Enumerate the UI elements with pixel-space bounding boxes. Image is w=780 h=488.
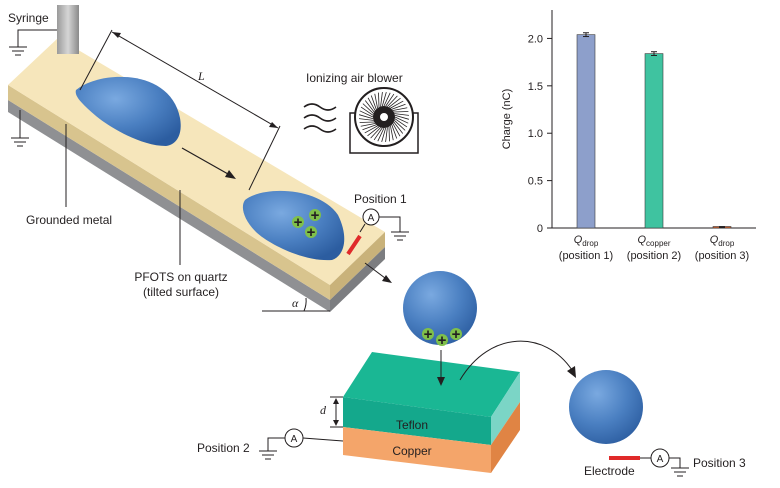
y-tick-label: 0.5 bbox=[528, 176, 543, 188]
tilt-angle-label: α bbox=[292, 296, 299, 310]
svg-text:A: A bbox=[657, 454, 664, 465]
error-bar bbox=[651, 51, 657, 56]
position-2-label: Position 2 bbox=[197, 441, 250, 455]
teflon-copper-block bbox=[343, 352, 520, 473]
svg-text:A: A bbox=[368, 213, 375, 224]
plus-sign: + bbox=[424, 326, 433, 343]
plus-sign: + bbox=[452, 326, 461, 343]
y-tick-label: 1.0 bbox=[528, 128, 543, 140]
blower-label: Ionizing air blower bbox=[306, 71, 403, 85]
y-tick-label: 2.0 bbox=[528, 33, 543, 45]
quartz-end bbox=[330, 232, 385, 300]
copper-side bbox=[491, 402, 520, 473]
quartz-side bbox=[8, 85, 330, 300]
teflon-top bbox=[343, 352, 520, 417]
position-1-electrode bbox=[346, 234, 362, 256]
metal-ground bbox=[11, 110, 29, 147]
copper-label: Copper bbox=[392, 444, 431, 458]
position-2-ammeter: A bbox=[259, 428, 344, 460]
grounded-metal-side bbox=[8, 100, 330, 312]
bar bbox=[576, 34, 596, 229]
metal-end bbox=[330, 247, 385, 312]
air-flow-wave-icon bbox=[303, 103, 337, 133]
category-label: Qdrop bbox=[574, 234, 599, 248]
bounce-arrow bbox=[459, 340, 576, 381]
drop-down-arrow bbox=[437, 350, 445, 386]
y-tick-label: 1.5 bbox=[528, 81, 543, 93]
grounded-metal-label: Grounded metal bbox=[26, 213, 112, 227]
transfer-arrow bbox=[364, 262, 392, 283]
sliding-droplet-1 bbox=[75, 76, 181, 146]
error-bar bbox=[719, 226, 725, 229]
position-1-label: Position 1 bbox=[354, 192, 407, 206]
position-1-ammeter: A bbox=[359, 208, 409, 241]
category-label: Qcopper bbox=[637, 234, 670, 248]
slide-direction-arrow bbox=[181, 147, 236, 179]
thickness-label: d bbox=[320, 403, 327, 417]
plus-sign: + bbox=[307, 224, 316, 241]
syringe bbox=[57, 5, 79, 54]
bounced-droplet bbox=[569, 370, 643, 444]
category-position-label: (position 2) bbox=[627, 250, 681, 262]
y-axis-label: Charge (nC) bbox=[501, 89, 513, 150]
ionizing-air-blower bbox=[349, 87, 419, 154]
plus-sign: + bbox=[294, 214, 303, 231]
length-dimension bbox=[79, 29, 281, 191]
syringe-label: Syringe bbox=[8, 11, 49, 25]
y-tick-label: 0 bbox=[537, 223, 543, 235]
pfots-label-line2: (tilted surface) bbox=[143, 285, 219, 299]
tilt-angle-marker bbox=[262, 297, 330, 312]
teflon-label: Teflon bbox=[396, 418, 428, 432]
syringe-ground bbox=[9, 29, 57, 56]
error-bar bbox=[583, 32, 589, 38]
bar bbox=[644, 53, 664, 229]
teflon-side bbox=[491, 372, 520, 445]
position-3-ammeter: A bbox=[640, 448, 689, 477]
droplet-2-charges: + + + bbox=[292, 207, 321, 241]
plus-sign: + bbox=[311, 207, 320, 224]
falling-droplet-charges: + + + bbox=[422, 326, 462, 349]
plus-sign: + bbox=[438, 332, 447, 349]
svg-text:A: A bbox=[291, 434, 298, 445]
teflon-front bbox=[343, 397, 491, 445]
position-3-label: Position 3 bbox=[693, 456, 746, 470]
copper-front bbox=[343, 427, 491, 473]
falling-droplet bbox=[403, 271, 477, 345]
electrode-label: Electrode bbox=[584, 464, 635, 478]
category-label: Qdrop bbox=[710, 234, 735, 248]
pfots-label-line1: PFOTS on quartz bbox=[134, 270, 227, 284]
thickness-dimension bbox=[330, 396, 343, 428]
length-label: L bbox=[197, 69, 205, 83]
category-position-label: (position 1) bbox=[559, 250, 613, 262]
category-position-label: (position 3) bbox=[695, 250, 749, 262]
